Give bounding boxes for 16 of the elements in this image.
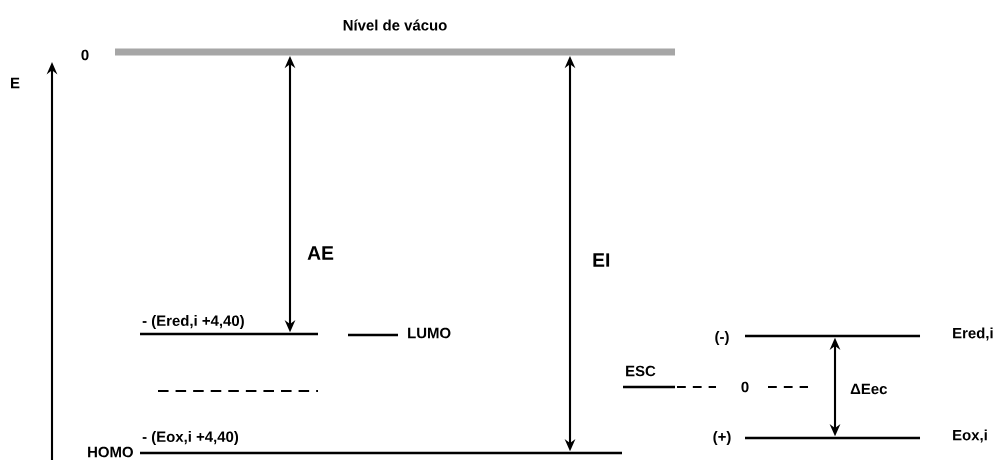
level-label: (-): [715, 331, 729, 345]
axis-label: 0: [741, 381, 749, 393]
level-label: ESC: [626, 365, 656, 377]
level-label: HOMO: [88, 446, 133, 458]
edge-label: ΔEec: [850, 383, 887, 395]
edge-label: EI: [593, 253, 610, 267]
level-label: Nível de vácuo: [343, 19, 447, 31]
level-label: Eox,i: [953, 429, 987, 443]
edge-label: AE: [307, 246, 334, 260]
level-label: 0: [81, 49, 89, 61]
level-label: Ered,i: [953, 327, 993, 341]
level-label: (+): [713, 431, 731, 445]
level-label: LUMO: [408, 327, 451, 339]
axis-label: E: [11, 77, 20, 89]
level-label: - (Ered,i +4,40): [142, 315, 244, 329]
level-label: - (Eox,i +4,40): [142, 431, 239, 445]
